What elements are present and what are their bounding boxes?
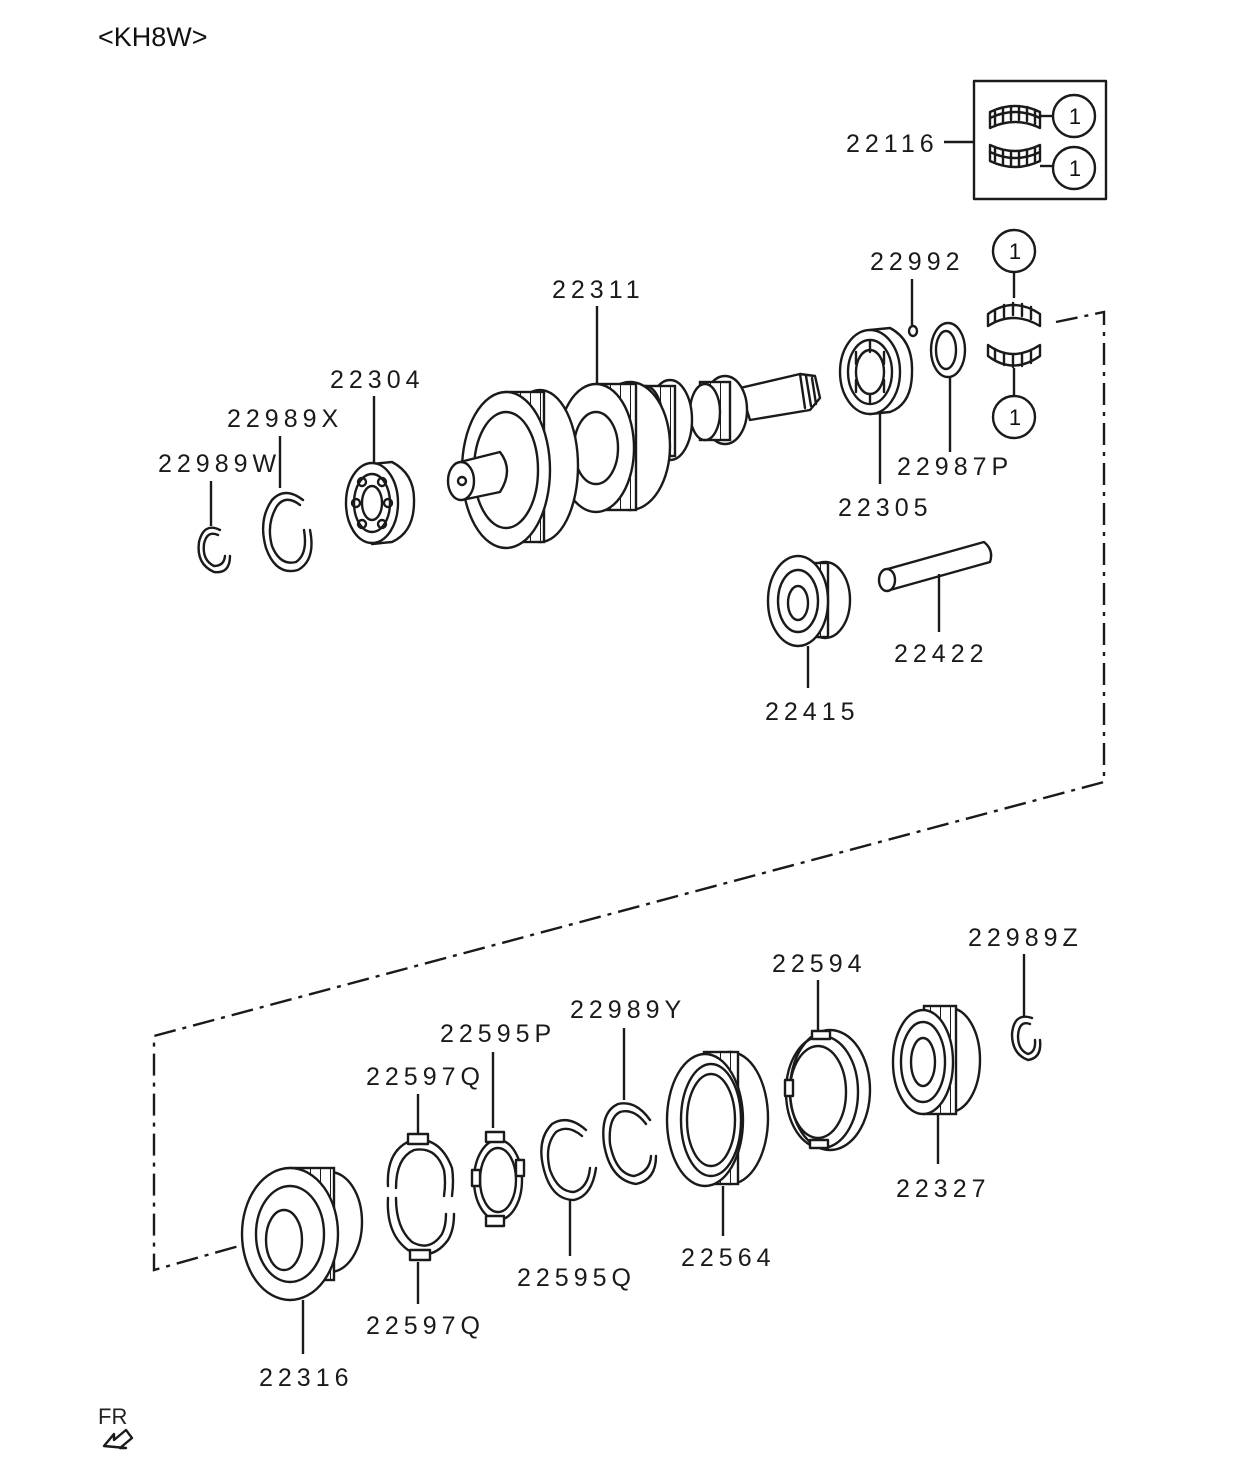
snap-ring-icon: [540, 1118, 598, 1202]
snap-ring-icon: [261, 491, 313, 573]
part-label-22316[interactable]: 22316: [259, 1364, 354, 1392]
snap-ring-icon: [929, 321, 967, 379]
part-label-22595Q[interactable]: 22595Q: [517, 1264, 636, 1292]
part-label-22989Z[interactable]: 22989Z: [968, 924, 1083, 952]
part-label-22594[interactable]: 22594: [772, 950, 867, 978]
part-label-22989W[interactable]: 22989W: [158, 450, 281, 478]
synchronizer-ring-icon: [783, 1028, 872, 1152]
thrust-ring-half-upper-icon: [386, 1132, 455, 1198]
assembly-connector-line: [152, 310, 1106, 1272]
cluster-gear-shaft-icon: [446, 372, 822, 550]
callout-circle: [1051, 145, 1097, 191]
part-label-22327[interactable]: 22327: [896, 1175, 991, 1203]
part-label-22422[interactable]: 22422: [894, 640, 989, 668]
part-label-22304[interactable]: 22304: [330, 366, 425, 394]
callout-number: 1: [1069, 104, 1081, 129]
synchronizer-sleeve-icon: [665, 1050, 770, 1188]
callout-number: 1: [1009, 239, 1021, 264]
part-label-22305[interactable]: 22305: [838, 494, 933, 522]
needle-bearing-icon: [986, 301, 1042, 369]
front-arrow-icon: [102, 1428, 134, 1450]
synchronizer-spring-icon: [470, 1130, 526, 1228]
part-label-22989X[interactable]: 22989X: [227, 405, 343, 433]
roller-bearing-icon: [838, 326, 914, 416]
callout-circle: [991, 394, 1037, 440]
part-label-22597Q-lower[interactable]: 22597Q: [366, 1312, 485, 1340]
thrust-ring-half-lower-icon: [386, 1196, 456, 1262]
part-label-22564[interactable]: 22564: [681, 1244, 776, 1272]
steel-ball-icon: [907, 324, 919, 338]
bearing-kit-inset[interactable]: 1 1: [972, 79, 1108, 201]
snap-ring-icon: [197, 526, 232, 574]
idler-gear-icon: [766, 554, 852, 648]
speed-gear-icon: [240, 1166, 364, 1302]
snap-ring-icon: [602, 1102, 658, 1186]
idler-shaft-icon: [877, 540, 993, 593]
needle-bearing-upper-half: [988, 104, 1042, 130]
part-label-22597Q[interactable]: 22597Q: [366, 1063, 485, 1091]
part-label-22116[interactable]: 22116: [846, 130, 939, 158]
part-label-22311[interactable]: 22311: [552, 276, 645, 304]
front-indicator-label: FR: [98, 1404, 127, 1429]
needle-bearing-lower-half: [988, 143, 1042, 169]
part-label-22595P[interactable]: 22595P: [440, 1020, 556, 1048]
part-label-22987P[interactable]: 22987P: [897, 453, 1013, 481]
diagram-title: <KH8W>: [98, 22, 208, 52]
ball-bearing-icon: [344, 460, 416, 546]
callout-number: 1: [1009, 405, 1021, 430]
callout-circle: [1051, 93, 1097, 139]
speed-gear-icon: [891, 1004, 982, 1116]
callout-number: 1: [1069, 156, 1081, 181]
part-label-22415[interactable]: 22415: [765, 698, 860, 726]
part-label-22989Y[interactable]: 22989Y: [570, 996, 686, 1024]
part-label-22992[interactable]: 22992: [870, 248, 965, 276]
snap-ring-icon: [1010, 1015, 1042, 1062]
